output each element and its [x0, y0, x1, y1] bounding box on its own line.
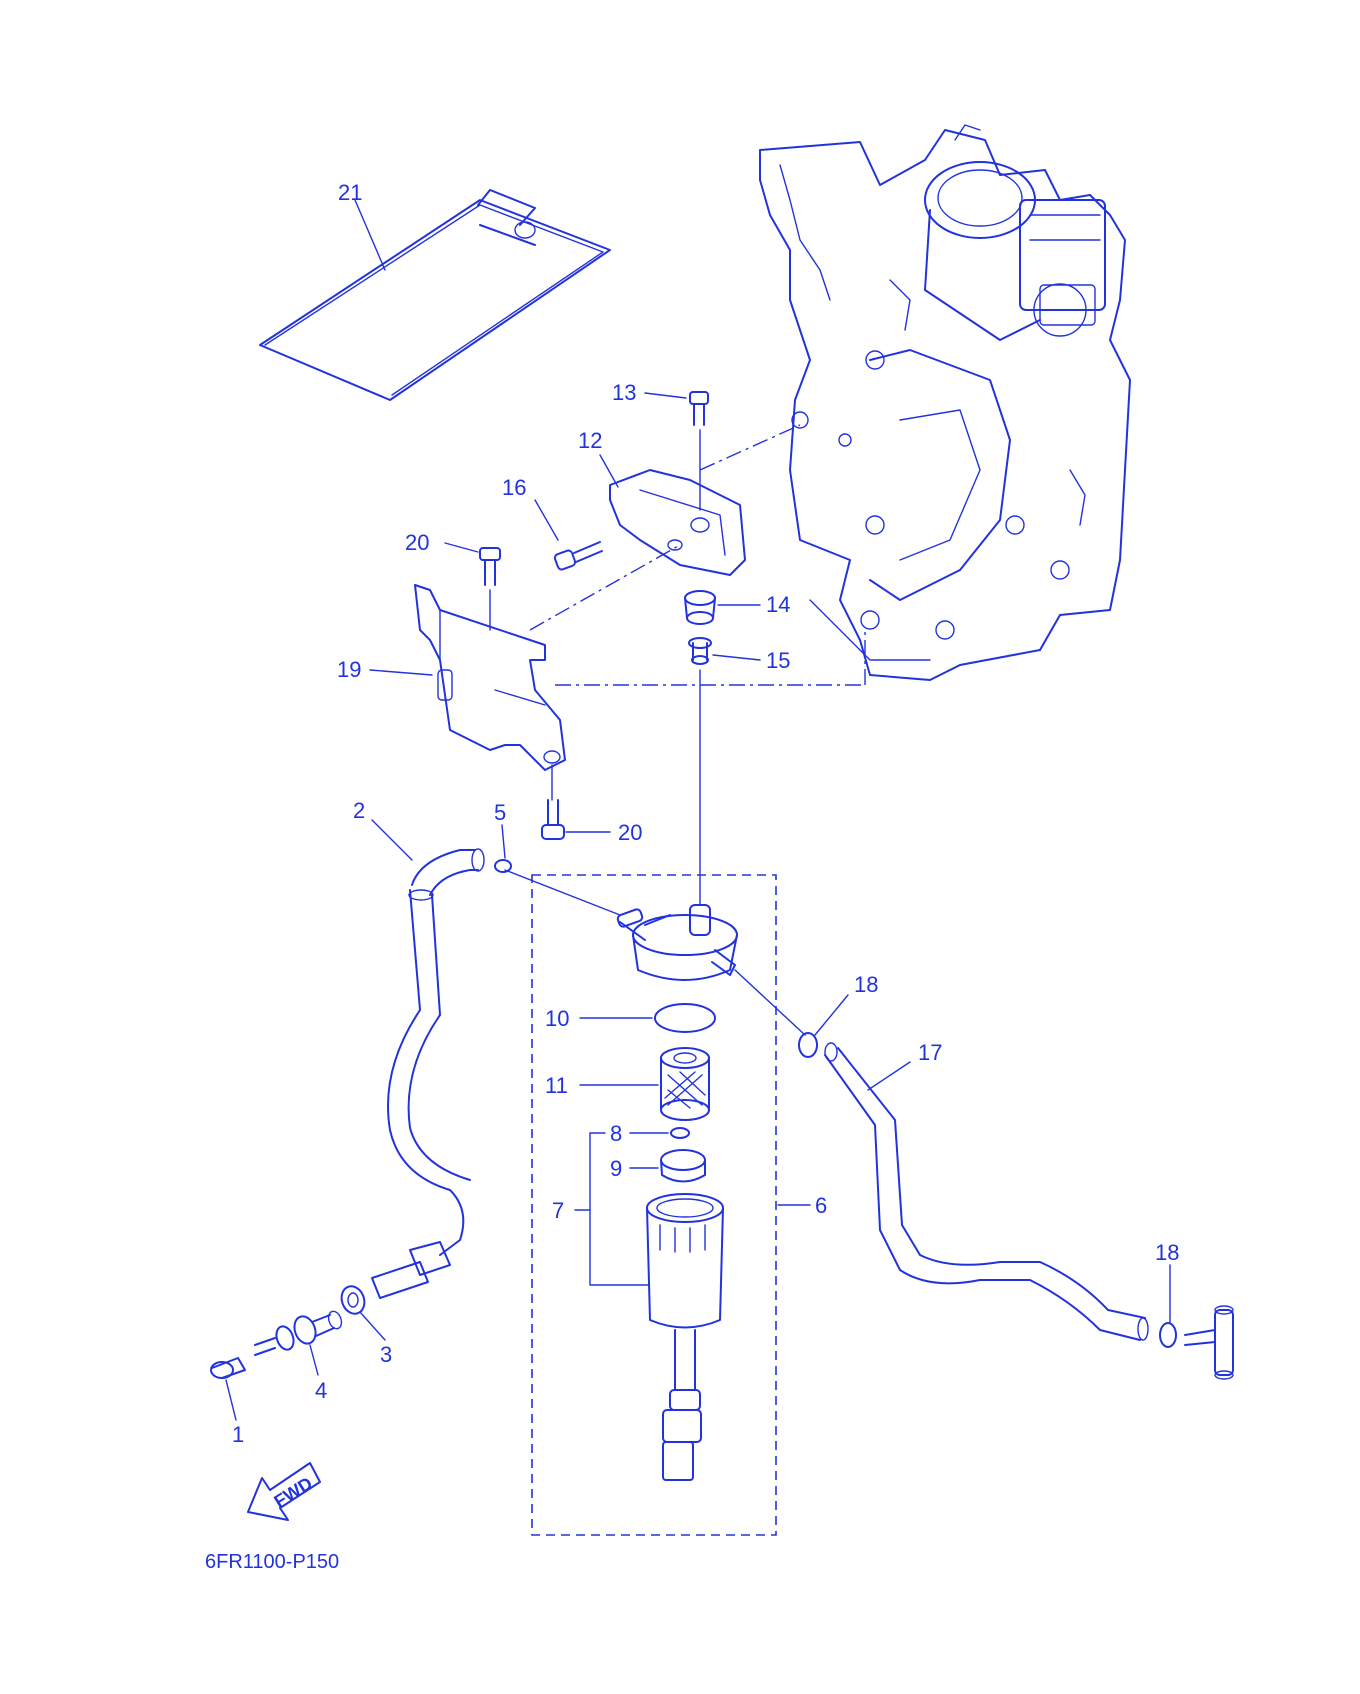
- tee-fitting: [1184, 1305, 1234, 1380]
- engine-block-outline: [759, 124, 1131, 681]
- callout-17: 17: [918, 1040, 942, 1065]
- callout-11: 11: [545, 1073, 568, 1098]
- callout-19: 19: [337, 657, 361, 682]
- leader-16: [534, 499, 559, 541]
- part-18-clip-lower: [1159, 1322, 1177, 1348]
- part-18-clip-upper: [798, 1032, 818, 1058]
- callout-7: 7: [552, 1198, 564, 1223]
- callout-9: 9: [610, 1156, 622, 1181]
- callout-5: 5: [494, 800, 506, 825]
- callout-6: 6: [815, 1193, 827, 1218]
- callout-1: 1: [232, 1422, 244, 1447]
- leader-3: [359, 1311, 386, 1341]
- chain-12-engine: [699, 424, 801, 471]
- callout-16: 16: [502, 475, 526, 500]
- part-12-bracket: [609, 469, 746, 576]
- part-20-bolt-upper: [479, 547, 501, 586]
- callout-4: 4: [315, 1378, 327, 1403]
- callout-15: 15: [766, 648, 790, 673]
- callout-10: 10: [545, 1006, 569, 1031]
- guide-filter-18: [734, 969, 806, 1036]
- leader-5: [501, 824, 506, 859]
- callout-12: 12: [578, 428, 602, 453]
- guide-5-filter: [504, 869, 621, 916]
- callout-3: 3: [380, 1342, 392, 1367]
- part-9-float: [660, 1149, 706, 1183]
- leader-20a: [444, 542, 479, 553]
- callout-21: 21: [338, 180, 362, 205]
- callout-2: 2: [353, 798, 365, 823]
- callout-14: 14: [766, 592, 790, 617]
- callout-13: 13: [612, 380, 636, 405]
- chain-20-12: [529, 544, 681, 631]
- part-17-fuel-hose: [824, 1042, 1149, 1341]
- part-3-clip: [340, 1285, 366, 1315]
- leader-4: [309, 1344, 319, 1376]
- part-4-joint: [254, 1310, 343, 1356]
- fuel-filter-cup: [646, 1193, 724, 1481]
- fwd-arrow-icon: FWD: [247, 1462, 321, 1521]
- callout-18a: 18: [854, 972, 878, 997]
- part-5-clip: [494, 859, 512, 873]
- part-1-plug: [210, 1357, 246, 1379]
- leader-19: [369, 669, 433, 676]
- bracket-7: [589, 1132, 649, 1286]
- leader-1: [225, 1379, 237, 1421]
- part-15-collar: [688, 637, 712, 665]
- leader-21: [354, 199, 386, 271]
- part-2-fuel-hose: [371, 848, 485, 1299]
- leader-18a: [814, 994, 849, 1036]
- callout-20a: 20: [405, 530, 429, 555]
- leader-2: [371, 819, 413, 861]
- part-6-assembly-box: [531, 874, 777, 1536]
- callout-20b: 20: [618, 820, 642, 845]
- part-19-guard: [414, 584, 566, 771]
- part-13-bolt: [689, 391, 709, 426]
- callout-18b: 18: [1155, 1240, 1179, 1265]
- drawing-code: 6FR1100-P150: [205, 1551, 339, 1573]
- leader-12: [599, 454, 619, 488]
- leader-13: [644, 392, 687, 399]
- part-11-filter-element: [660, 1047, 710, 1121]
- part-20-bolt-lower: [541, 799, 565, 840]
- part-21-tool-bag: [259, 189, 611, 401]
- part-16-bolt: [553, 541, 603, 571]
- leader-17: [867, 1061, 911, 1091]
- part-14-grommet: [684, 590, 716, 625]
- leader-15: [712, 654, 761, 661]
- fuel-filter-head: [616, 904, 738, 981]
- part-10-o-ring: [654, 1003, 716, 1033]
- fwd-label: FWD: [270, 1473, 315, 1512]
- callout-8: 8: [610, 1121, 622, 1146]
- part-8-clip: [670, 1127, 690, 1139]
